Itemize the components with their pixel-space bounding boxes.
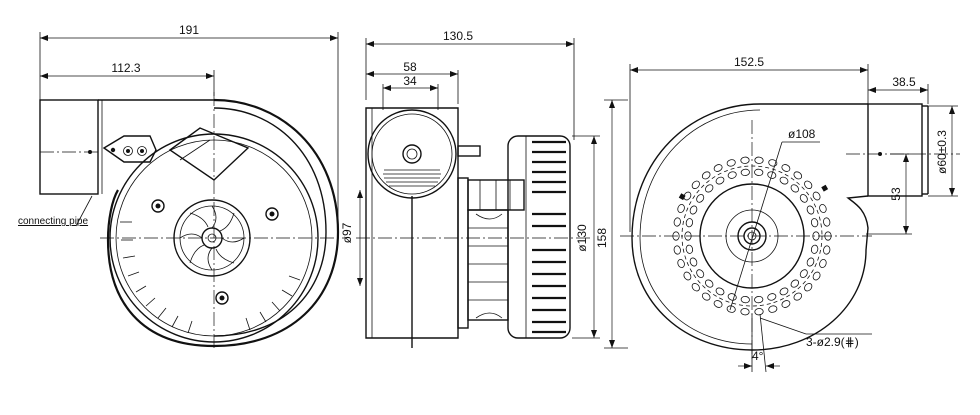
label-connecting-pipe: connecting pipe	[18, 216, 88, 227]
vent-hole	[685, 244, 694, 254]
vent-hole	[754, 156, 764, 164]
vent-hole	[683, 271, 692, 281]
vent-hole	[701, 171, 711, 180]
vent-hole	[677, 204, 685, 213]
dim-outlet-dia: ø60±0.3	[935, 130, 949, 174]
vent-hole	[701, 292, 711, 301]
vent-hole	[696, 269, 705, 278]
vent-hole	[740, 295, 750, 304]
vent-hole	[806, 205, 815, 215]
vent-hole	[793, 292, 803, 301]
scroll-housing	[106, 98, 340, 348]
vent-hole	[767, 293, 777, 301]
dim-outlet-length: 38.5	[892, 75, 916, 89]
dim-mount-holes: 3-ø2.9(⋕)	[806, 335, 859, 349]
vent-hole	[819, 259, 827, 268]
housing-body	[365, 107, 459, 339]
vent-hole	[673, 245, 681, 255]
vent-hole	[726, 159, 736, 167]
dim-outlet-height: 53	[889, 187, 903, 201]
vent-hole	[740, 308, 750, 316]
vent-hole	[823, 217, 831, 227]
vent-hole	[727, 171, 737, 179]
vent-hole	[812, 271, 821, 281]
dim-overall-width: 191	[179, 23, 199, 37]
outlet-pipe	[39, 99, 99, 195]
vent-hole	[779, 287, 789, 296]
dim-housing-depth: 58	[403, 60, 417, 74]
dim-inner-depth: 34	[403, 74, 417, 88]
front-view: 191 112.3 connecting pipe	[18, 23, 345, 350]
vent-hole	[715, 176, 725, 185]
vent-hole	[804, 180, 813, 189]
dim-inlet-offset: 112.3	[111, 61, 140, 75]
vent-holes	[672, 156, 832, 316]
terminal-plate	[102, 135, 157, 163]
vent-hole	[713, 164, 723, 172]
rear-outlet	[867, 103, 923, 197]
dim-bolt-circle: ø108	[788, 127, 816, 141]
vent-hole	[726, 305, 736, 313]
vent-hole	[779, 176, 789, 185]
vent-hole	[715, 287, 725, 296]
vent-hole	[790, 184, 799, 193]
cooling-ribs	[120, 221, 301, 334]
vent-hole	[705, 279, 714, 288]
vent-hole	[689, 205, 698, 215]
vent-hole	[810, 244, 819, 254]
vent-hole	[673, 217, 681, 227]
vent-hole	[768, 305, 778, 313]
vent-hole	[810, 218, 819, 228]
vent-hole	[754, 168, 764, 177]
vent-hole	[685, 218, 694, 228]
vent-hole	[799, 194, 808, 203]
vent-hole	[781, 300, 791, 308]
vent-hole	[691, 180, 700, 189]
vent-hole	[823, 245, 831, 255]
vent-hole	[754, 308, 764, 316]
vent-hole	[793, 171, 803, 180]
vent-hole	[740, 168, 750, 177]
vent-hole	[677, 259, 685, 268]
vent-hole	[727, 293, 737, 301]
vent-hole	[754, 295, 764, 304]
vent-hole	[689, 257, 698, 267]
rear-view: 152.5 38.5 ø60±0.3 53	[620, 55, 960, 373]
dim-housing-dia: ø97	[340, 222, 354, 243]
side-view: 130.5 58 34	[340, 29, 628, 349]
outlet-end	[367, 109, 457, 199]
vent-hole	[790, 279, 799, 288]
vent-hole	[806, 257, 815, 267]
vent-hole	[768, 159, 778, 167]
vent-hole	[781, 164, 791, 172]
vent-hole	[696, 194, 705, 203]
dim-overall-depth: 130.5	[443, 29, 473, 43]
vent-hole	[705, 184, 714, 193]
dim-height: 158	[595, 228, 609, 248]
vent-hole	[713, 300, 723, 308]
vent-hole	[819, 204, 827, 213]
screws	[151, 199, 279, 305]
vent-hole	[799, 269, 808, 278]
vent-hole	[804, 283, 813, 292]
vent-hole	[683, 191, 692, 201]
vent-hole	[740, 156, 750, 164]
vent-hole	[812, 191, 821, 201]
dim-rear-width: 152.5	[734, 55, 764, 69]
dim-motor-dia: ø130	[575, 224, 589, 252]
rear-scroll	[631, 103, 869, 351]
motor-fins	[507, 135, 571, 339]
vent-hole	[691, 283, 700, 292]
dim-angle: 4°	[752, 349, 764, 363]
